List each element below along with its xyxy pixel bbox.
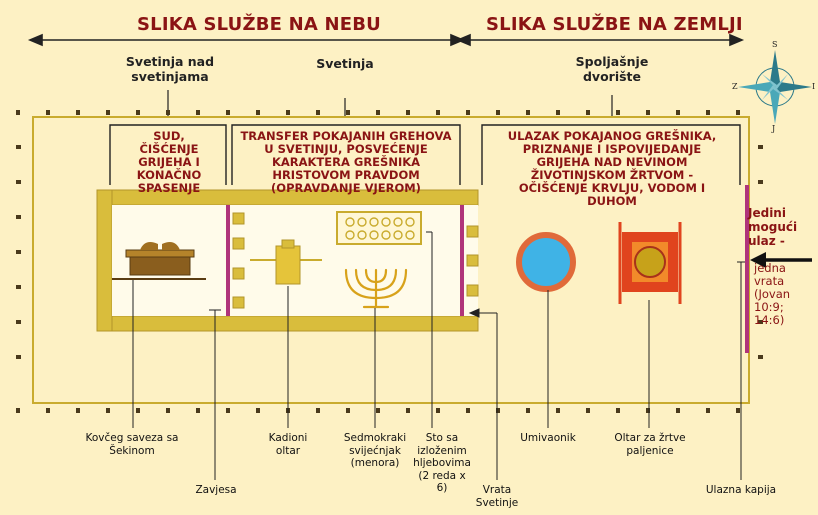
item-leaders — [132, 231, 745, 480]
pillars — [232, 212, 479, 309]
holy-of-holies-label: Svetinja nad svetinjama — [125, 54, 215, 84]
menorah — [344, 268, 408, 309]
outer-court-label: Spoljašnje dvorište — [575, 54, 649, 84]
heaven-service-header: SLIKA SLUŽBE NA NEBU — [137, 14, 381, 35]
burnt-altar-label: Oltar za žrtve paljenice — [614, 432, 686, 457]
ark-of-covenant — [112, 242, 206, 280]
sanctuary-door-label: Vrata Svetinje — [475, 484, 519, 509]
laver-label: Umivaonik — [520, 432, 576, 444]
holy-place-bracket — [231, 124, 461, 185]
veil-label: Zavjesa — [195, 484, 237, 496]
entrance-gate — [745, 185, 749, 353]
incense-altar-label: Kadioni oltar — [268, 432, 308, 457]
only-entrance-detail: jedna vrata (Jovan 10:9; 14:6) — [754, 261, 791, 327]
holy-place-label: Svetinja — [316, 56, 374, 71]
burnt-offering-altar — [618, 222, 682, 304]
holy-place-purpose: TRANSFER POKAJANIH GREHOVA U SVETINJU, P… — [240, 129, 452, 195]
compass-west-letter: Z — [732, 82, 738, 91]
menorah-label: Sedmokraki svijećnjak (menora) — [343, 432, 407, 469]
earth-span-arrow — [455, 33, 745, 47]
entrance-gate-label: Ulazna kapija — [705, 484, 777, 496]
only-entrance-title: Jedini mogući ulaz - — [748, 206, 798, 248]
compass-north-letter: S — [772, 40, 778, 49]
compass-east-letter: I — [812, 82, 816, 91]
compass-rose-icon — [738, 50, 812, 124]
sanctuary-door — [460, 205, 464, 316]
outer-court-bracket — [481, 124, 741, 185]
entry-arrow — [750, 252, 812, 268]
incense-altar — [250, 239, 322, 285]
earth-service-header: SLIKA SLUŽBE NA ZEMLJI — [486, 14, 743, 35]
outer-court-purpose: ULAZAK POKAJANOG GREŠNIKA, PRIZNANJE I I… — [507, 129, 717, 208]
heaven-span-arrow — [27, 33, 466, 47]
veil-curtain — [226, 205, 230, 316]
holy-of-holies-bracket — [109, 124, 227, 185]
ark-label: Kovčeg saveza sa Šekinom — [85, 432, 179, 457]
laver — [516, 232, 576, 292]
compass-south-letter: J — [772, 124, 776, 133]
showbread-table-label: Sto sa izloženim hljebovima (2 reda x 6) — [413, 432, 471, 494]
holy-of-holies-purpose: SUD, ČIŠĆENJE GRIJEHA I KONAČNO SPASENJE — [136, 129, 202, 195]
showbread-table — [336, 211, 422, 245]
